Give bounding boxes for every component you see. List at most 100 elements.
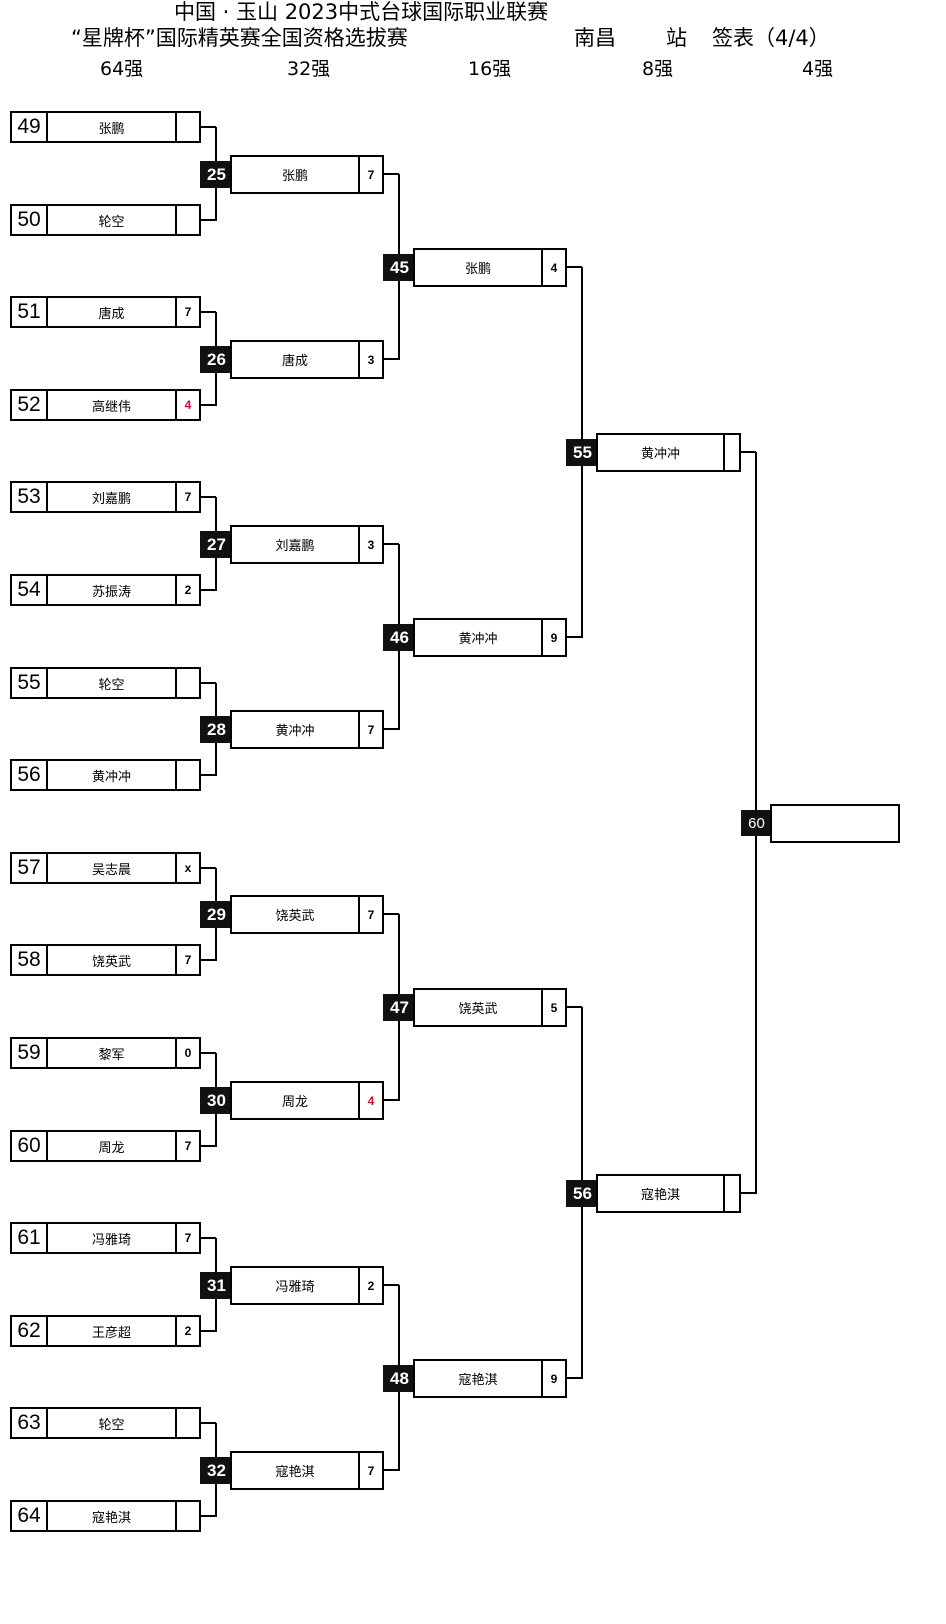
connector-line — [199, 682, 216, 684]
player-name: 张鹏 — [98, 121, 125, 137]
seed-number: 64 — [12, 1502, 48, 1530]
player-name: 唐成 — [281, 354, 308, 369]
connector-line — [565, 1006, 582, 1008]
player-name: 饶英武 — [458, 1002, 498, 1017]
r64-slot-57: 57 吴志晨 x — [10, 852, 201, 884]
connector-line — [199, 311, 216, 313]
round-label-64: 64强 — [100, 58, 144, 80]
connector-line — [382, 1469, 399, 1471]
player-name: 寇艳淇 — [91, 1510, 131, 1526]
player-name: 黄冲冲 — [275, 724, 315, 739]
match-number-30: 30 — [200, 1087, 233, 1114]
r64-slot-64: 64 寇艳淇 — [10, 1500, 201, 1532]
connector-line — [199, 1515, 216, 1517]
player-name: 轮空 — [98, 677, 125, 693]
player-name — [772, 806, 898, 841]
score-cell — [723, 435, 739, 470]
connector-line — [565, 1377, 582, 1379]
player-name: 高继伟 — [91, 399, 131, 415]
match-number-45: 45 — [383, 254, 416, 281]
score-cell: 7 — [175, 946, 199, 974]
score-cell: 7 — [175, 1132, 199, 1160]
r32-slot-28: 黄冲冲 7 — [230, 710, 384, 749]
match-number-56: 56 — [566, 1180, 599, 1207]
seed-number: 60 — [12, 1132, 48, 1160]
score-cell — [175, 669, 199, 697]
connector-line — [382, 358, 399, 360]
connector-line — [199, 774, 216, 776]
score-cell: 2 — [358, 1268, 382, 1303]
seed-number: 53 — [12, 483, 48, 511]
score-cell — [175, 1502, 199, 1530]
seed-number: 54 — [12, 576, 48, 604]
score-cell: 7 — [358, 712, 382, 747]
connector-line — [382, 913, 399, 915]
connector-line — [199, 959, 216, 961]
round-label-32: 32强 — [287, 58, 331, 80]
player-name: 轮空 — [98, 1417, 125, 1433]
connector-line — [199, 1237, 216, 1239]
player-name: 吴志晨 — [91, 862, 131, 878]
r64-slot-49: 49 张鹏 — [10, 111, 201, 143]
r64-slot-58: 58 饶英武 7 — [10, 944, 201, 976]
connector-line — [199, 496, 216, 498]
r64-slot-50: 50 轮空 — [10, 204, 201, 236]
score-cell: 7 — [175, 483, 199, 511]
player-name: 轮空 — [98, 214, 125, 230]
seed-number: 51 — [12, 298, 48, 326]
r8-slot-55: 黄冲冲 — [596, 433, 741, 472]
venue-label: 南昌 — [574, 26, 616, 50]
match-number-46: 46 — [383, 624, 416, 651]
player-name: 张鹏 — [281, 169, 308, 184]
player-name: 饶英武 — [275, 909, 315, 924]
match-number-47: 47 — [383, 994, 416, 1021]
score-cell: x — [175, 854, 199, 882]
draw-sheet-label: 签表（4/4） — [712, 26, 830, 50]
r16-slot-45: 张鹏 4 — [413, 248, 567, 287]
seed-number: 58 — [12, 946, 48, 974]
score-cell: 7 — [175, 298, 199, 326]
score-cell: 0 — [175, 1039, 199, 1067]
player-name: 张鹏 — [464, 262, 491, 277]
score-cell — [175, 113, 199, 141]
connector-line — [739, 1192, 756, 1194]
r64-slot-55: 55 轮空 — [10, 667, 201, 699]
player-name: 寇艳淇 — [275, 1465, 315, 1480]
seed-number: 49 — [12, 113, 48, 141]
player-name: 饶英武 — [91, 954, 131, 970]
score-cell: 3 — [358, 342, 382, 377]
round-label-8: 8强 — [642, 58, 674, 80]
score-cell — [723, 1176, 739, 1211]
score-cell: 4 — [541, 250, 565, 285]
player-name: 王彦超 — [91, 1325, 131, 1341]
seed-number: 52 — [12, 391, 48, 419]
score-cell: 7 — [358, 897, 382, 932]
score-cell: 2 — [175, 576, 199, 604]
match-number-32: 32 — [200, 1457, 233, 1484]
score-cell: 7 — [175, 1224, 199, 1252]
connector-line — [199, 867, 216, 869]
seed-number: 50 — [12, 206, 48, 234]
r32-slot-31: 冯雅琦 2 — [230, 1266, 384, 1305]
connector-line — [199, 1145, 216, 1147]
score-cell: 9 — [541, 620, 565, 655]
seed-number: 57 — [12, 854, 48, 882]
match-number-48: 48 — [383, 1365, 416, 1392]
player-name: 冯雅琦 — [275, 1280, 315, 1295]
r32-slot-29: 饶英武 7 — [230, 895, 384, 934]
score-cell — [175, 761, 199, 789]
connector-line — [565, 636, 582, 638]
match-number-26: 26 — [200, 346, 233, 373]
seed-number: 55 — [12, 669, 48, 697]
